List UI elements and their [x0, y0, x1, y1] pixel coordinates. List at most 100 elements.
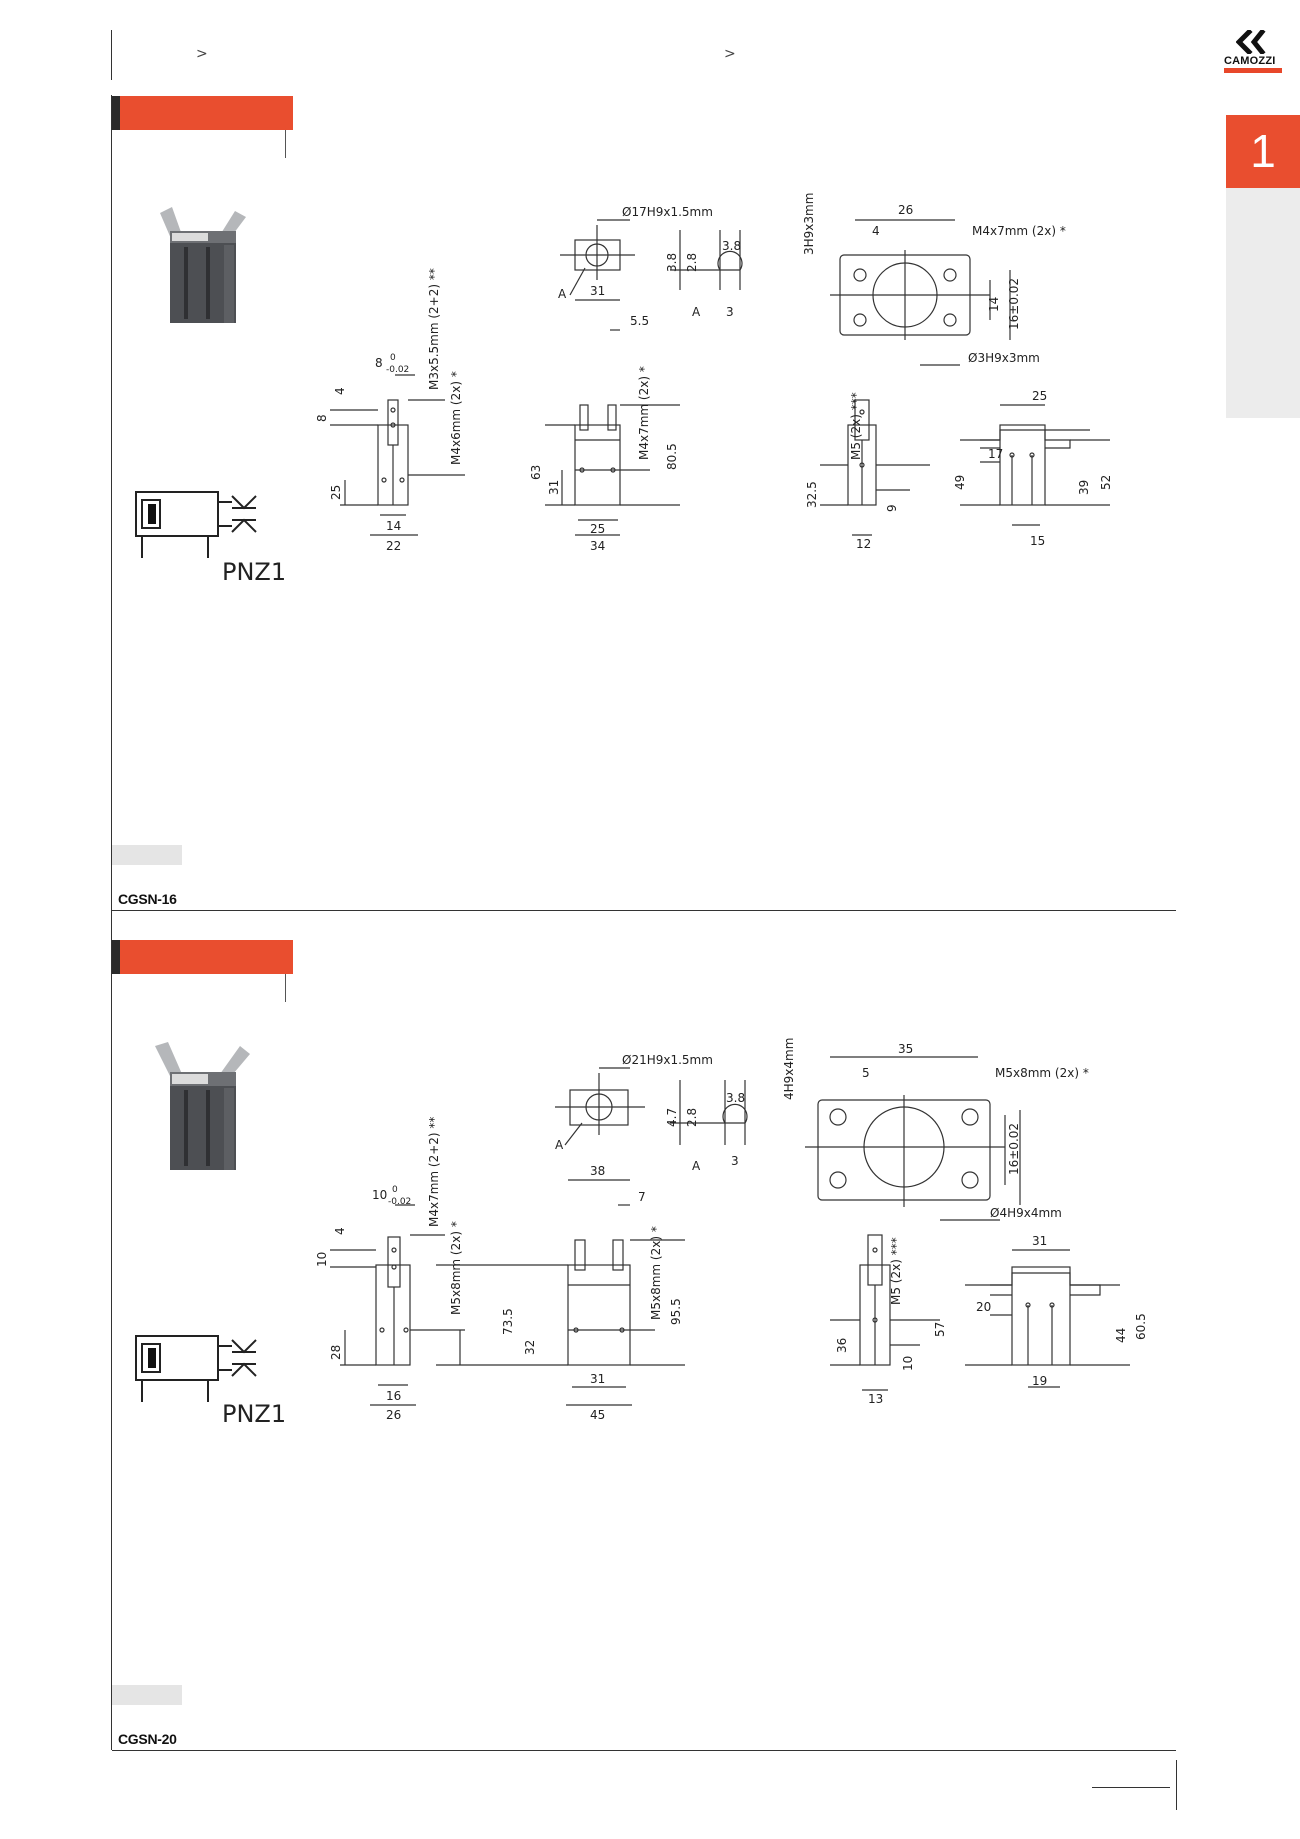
dim-plan-w26: 35 [898, 1042, 913, 1056]
dim-body-h-total: 73.5 [501, 1308, 515, 1335]
dim-detail-d2: 2.8 [685, 1108, 699, 1127]
dim-front-h8: 8 [315, 414, 329, 422]
dim-body-gap: 5.5 [630, 314, 649, 328]
dim-front-h8: 10 [315, 1252, 329, 1267]
dim-detail-d2: 2.8 [685, 253, 699, 272]
dim-plan-h14: 14 [987, 297, 1001, 312]
dim-side-thread: M5 (2x) *** [889, 1237, 903, 1305]
brand-accent-bar [1224, 68, 1282, 73]
dim-open-h49: 57 [933, 1322, 947, 1337]
dim-body-w34: 45 [590, 1408, 605, 1422]
dim-front-w-inner: 14 [386, 519, 401, 533]
section-bottom-rule [112, 1750, 1176, 1751]
product-photo [155, 1042, 250, 1170]
dim-front-w-outer: 22 [386, 539, 401, 553]
pneumatic-symbol-icon [135, 1335, 257, 1402]
dim-side-h32: 32.5 [805, 481, 819, 508]
dim-front-thread2: M4x6mm (2x) * [449, 371, 463, 465]
dim-body-w-top: 31 [590, 284, 605, 298]
dim-detail-d1: 4.7 [665, 1108, 679, 1127]
pneumatic-symbol-icon [135, 491, 257, 558]
dim-plan-thread: M4x7mm (2x) * [972, 224, 1066, 238]
symbol-label: PNZ1 [222, 558, 287, 586]
section-header-bar [112, 940, 293, 974]
dim-front-tol-lower: -0.02 [386, 365, 409, 375]
dim-front-tol-upper: 0 [392, 1185, 398, 1195]
dim-plan-h16: 16±0.02 [1007, 278, 1021, 330]
dim-top-ref: A [555, 1138, 564, 1152]
technical-drawing: 14 22 8 4 25 8 0 -0.02 M3x5.5mm (2+2) **… [315, 193, 1113, 553]
dim-plan-pin2: Ø3H9x3mm [968, 351, 1040, 365]
breadcrumb-left[interactable]: > [196, 46, 208, 62]
dim-body-h31: 31 [547, 480, 561, 495]
dim-open-h39: 44 [1114, 1328, 1128, 1343]
dim-body-w25: 25 [590, 522, 605, 536]
dim-front-jaw: 8 [375, 356, 383, 370]
dim-body-thread: M4x7mm (2x) * [637, 366, 651, 460]
dim-body-h80: 80.5 [665, 443, 679, 470]
dim-plan-w4: 5 [862, 1066, 870, 1080]
dim-front-thread2: M5x8mm (2x) * [449, 1221, 463, 1315]
dim-body-h31: 32 [523, 1340, 537, 1355]
model-label: CGSN-16 [118, 891, 177, 907]
chapter-tab[interactable]: 1 [1226, 115, 1300, 188]
dim-plan-h16: 16±0.02 [1007, 1123, 1021, 1175]
dim-front-h25: 25 [329, 485, 343, 500]
dim-open-w25: 25 [1032, 389, 1047, 403]
dim-open-h49: 49 [953, 475, 967, 490]
dim-front-h4: 4 [333, 1227, 347, 1235]
model-label: CGSN-20 [118, 1731, 177, 1747]
dim-detail-d3: 3.8 [726, 1091, 745, 1105]
section-header-divider [285, 130, 286, 158]
dim-body-w34: 34 [590, 539, 605, 553]
dim-detail-d3: 3.8 [722, 239, 741, 253]
dim-front-h4: 4 [333, 387, 347, 395]
dim-plan-pin1: 4H9x4mm [782, 1038, 796, 1100]
dim-detail-ref: A [692, 305, 701, 319]
section-bottom-rule [112, 910, 1176, 911]
dim-plan-pin2: Ø4H9x4mm [990, 1206, 1062, 1220]
section-gray-tag [112, 1685, 182, 1705]
dim-top-ref: A [558, 287, 567, 301]
dim-front-w-outer: 26 [386, 1408, 401, 1422]
dim-top-bore: Ø17H9x1.5mm [622, 205, 713, 219]
dim-body-h80: 95.5 [669, 1298, 683, 1325]
dim-plan-thread: M5x8mm (2x) * [995, 1066, 1089, 1080]
dim-front-w-inner: 16 [386, 1389, 401, 1403]
dim-detail-d4: 3 [731, 1154, 739, 1168]
section-gray-tag [112, 845, 182, 865]
dim-front-tol-upper: 0 [390, 353, 396, 363]
dim-side-h9: 10 [901, 1356, 915, 1371]
dim-open-w25: 31 [1032, 1234, 1047, 1248]
dim-open-w15: 15 [1030, 534, 1045, 548]
dim-plan-pin1: 3H9x3mm [802, 193, 816, 255]
breadcrumb-right[interactable]: > [724, 46, 736, 62]
page-left-rule [111, 30, 112, 80]
technical-drawing: 16 26 10 4 28 10 0 -0.02 M4x7mm (2+2) **… [315, 1038, 1148, 1422]
dim-body-w25: 31 [590, 1372, 605, 1386]
product-photo [160, 207, 246, 323]
dim-front-jaw: 10 [372, 1188, 387, 1202]
section-header-bar [112, 96, 293, 130]
dim-front-h25: 28 [329, 1345, 343, 1360]
footer-page-rule [1092, 1787, 1170, 1788]
dim-detail-ref: A [692, 1159, 701, 1173]
dim-side-h32: 36 [835, 1338, 849, 1353]
dim-front-tol-lower: -0.02 [388, 1197, 411, 1207]
section-header-divider [285, 974, 286, 1002]
dim-body-thread: M5x8mm (2x) * [649, 1226, 663, 1320]
dim-open-w15: 19 [1032, 1374, 1047, 1388]
dim-front-thread1: M4x7mm (2+2) ** [427, 1117, 441, 1227]
dim-body-gap: 7 [638, 1190, 646, 1204]
page-left-border [111, 95, 112, 1750]
dim-plan-w4: 4 [872, 224, 880, 238]
dim-detail-d1: 3.8 [665, 253, 679, 272]
symbol-label: PNZ1 [222, 1400, 287, 1428]
chapter-tab-gray-strip [1226, 188, 1300, 418]
dim-open-h39: 39 [1077, 480, 1091, 495]
dim-side-h9: 9 [885, 504, 899, 512]
dim-body-w-top: 38 [590, 1164, 605, 1178]
dim-open-w17: 20 [976, 1300, 991, 1314]
dim-side-w12: 13 [868, 1392, 883, 1406]
dim-side-thread: M5 (2x) *** [849, 392, 863, 460]
